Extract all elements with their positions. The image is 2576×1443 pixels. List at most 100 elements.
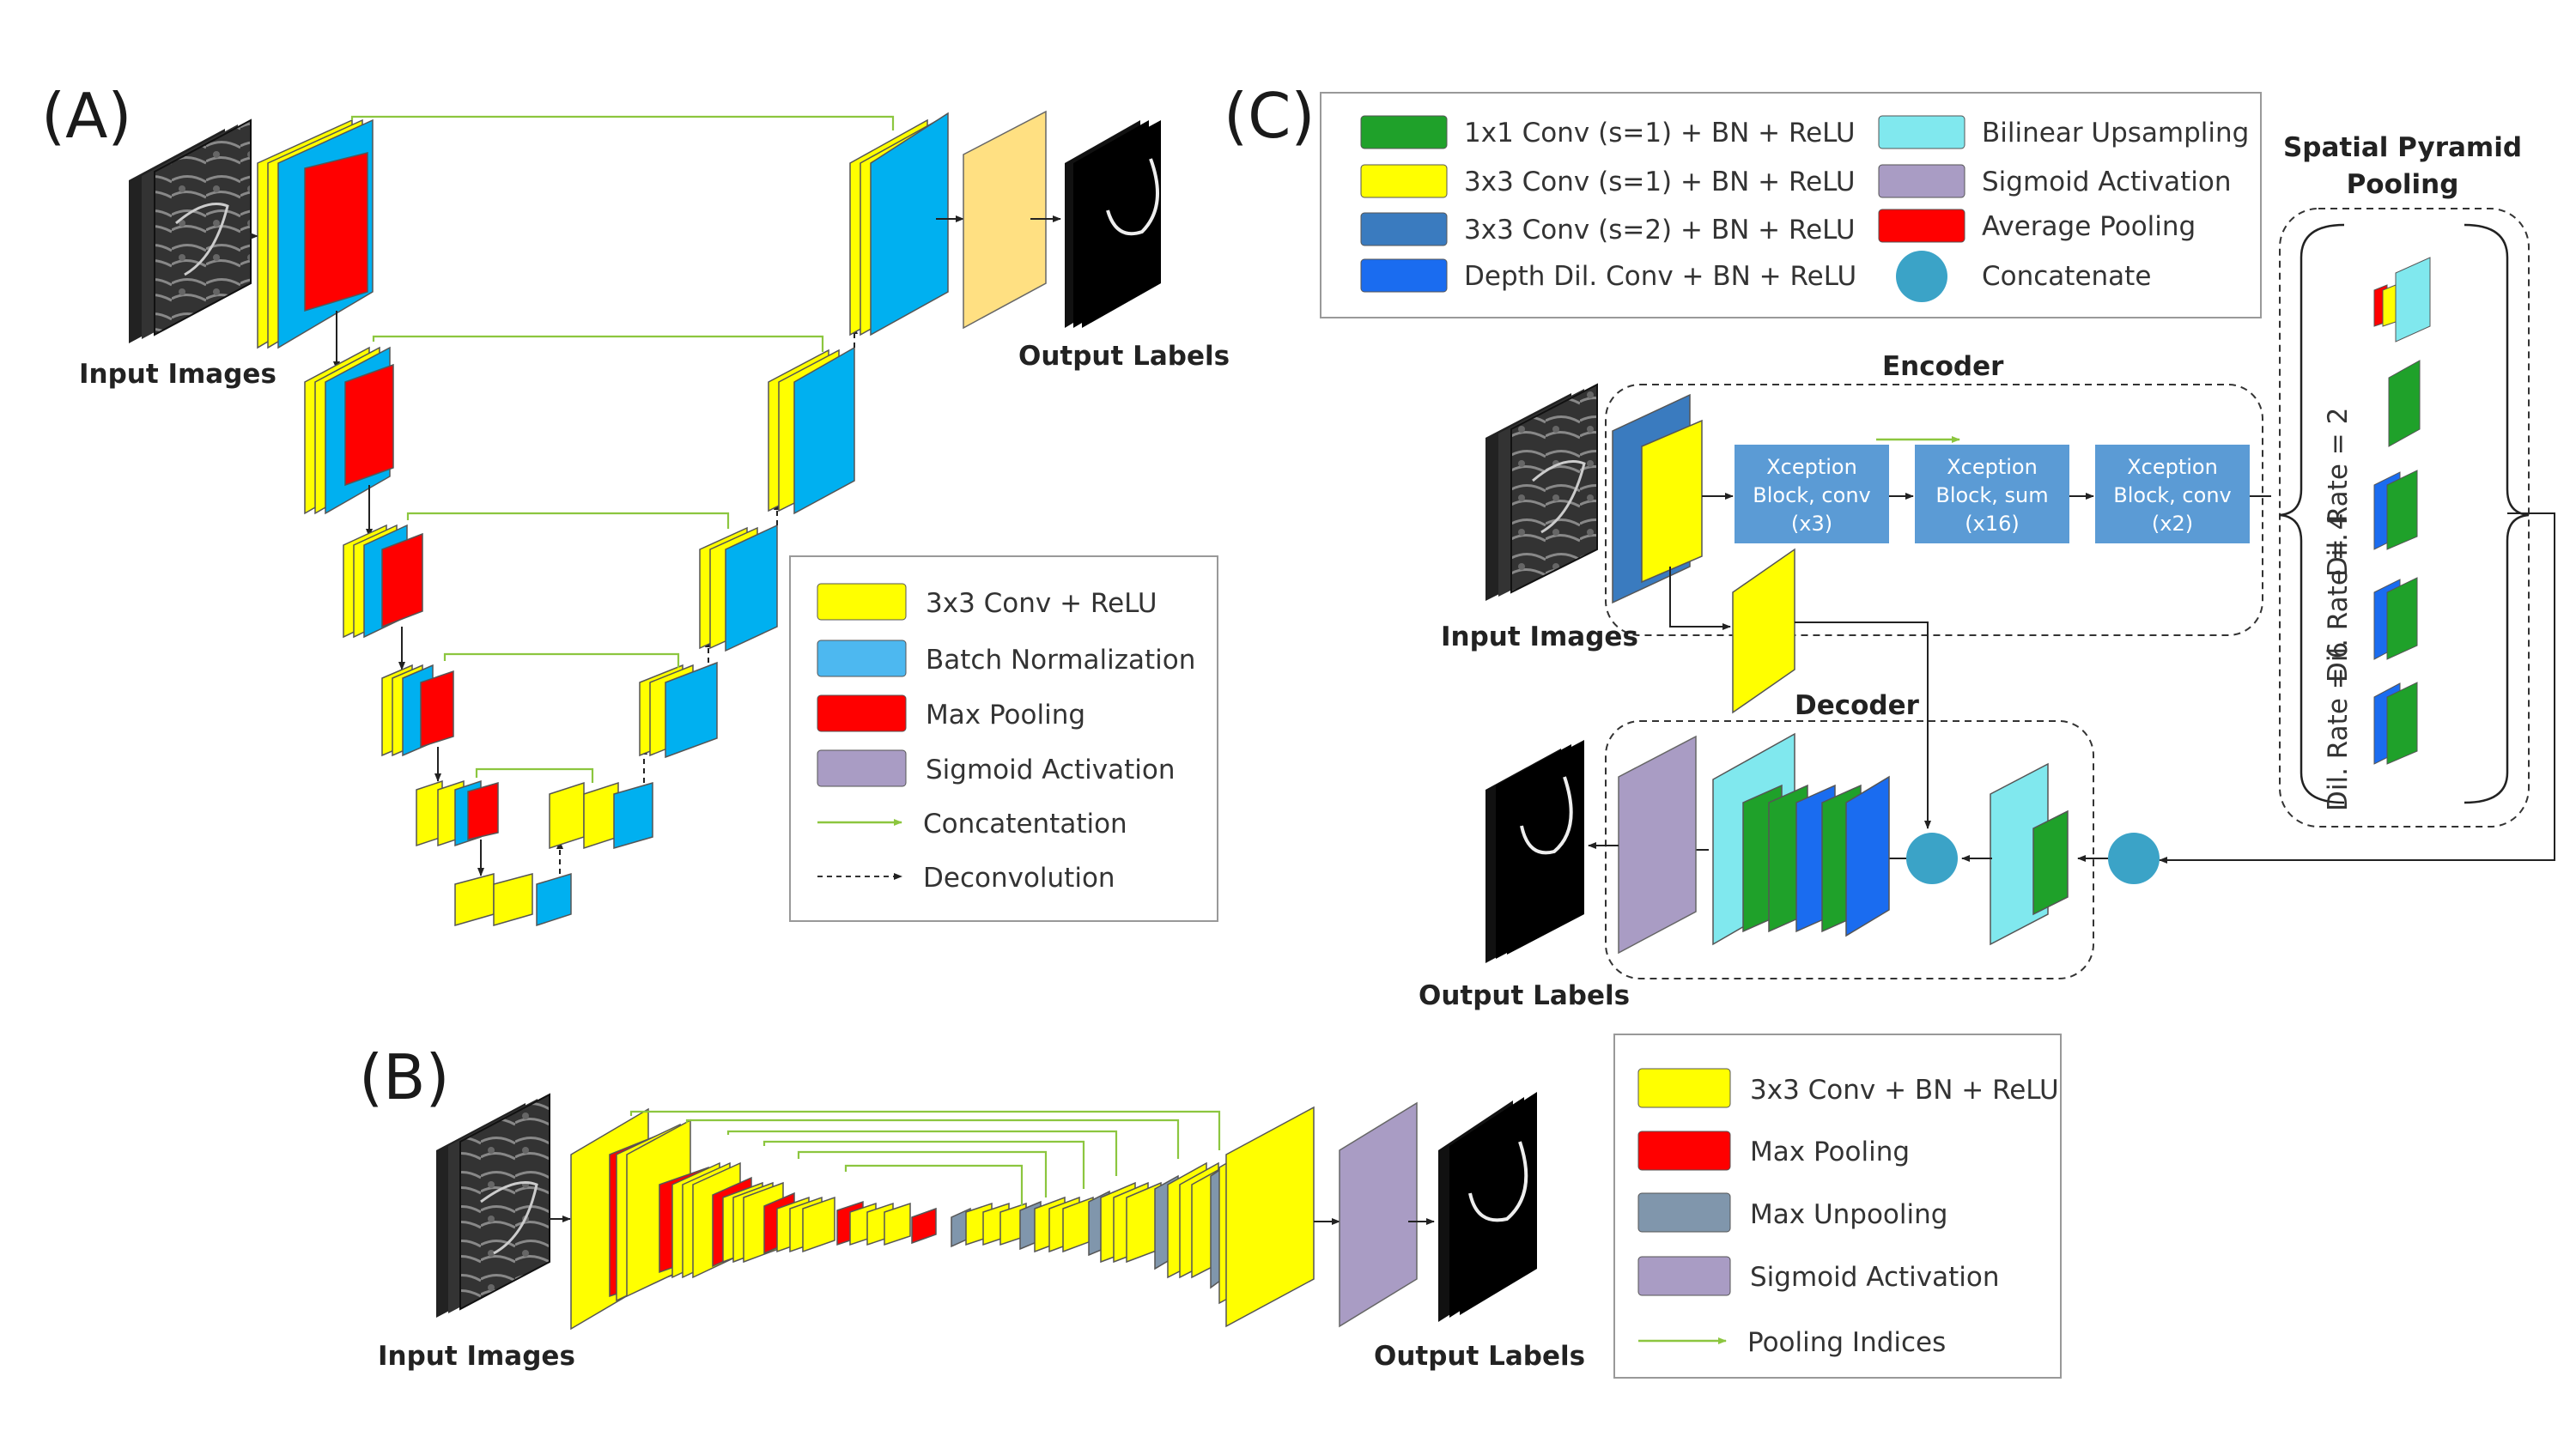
c-xception-1-line2: Block, conv xyxy=(1753,483,1870,507)
c-dil-rate-6: Dil. Rate = 6 xyxy=(2323,642,2354,811)
a-enc-level-3 xyxy=(343,524,423,639)
panel-a-network: Input Images Output Labels xyxy=(79,110,1230,927)
b-legend-pool: Max Pooling xyxy=(1750,1137,1910,1167)
a-concat-lines xyxy=(350,115,895,783)
panel-label-c: (C) xyxy=(1224,80,1315,152)
c-legend-upsample: Bilinear Upsampling xyxy=(1982,118,2249,149)
c-dec-1x1 xyxy=(2032,809,2069,916)
b-decoder xyxy=(951,1106,1315,1328)
panel-a-output-labels xyxy=(1065,120,1161,328)
a-dec-level-5 xyxy=(549,781,653,850)
c-xception-2-line2: Block, sum xyxy=(1935,483,2048,507)
a-enc-level-4 xyxy=(381,664,454,757)
panel-a-input-images xyxy=(129,118,252,343)
a-input-caption: Input Images xyxy=(79,359,276,390)
a-legend-concat: Concatentation xyxy=(923,809,1127,840)
a-legend-bn: Batch Normalization xyxy=(926,645,1195,676)
b-input-caption: Input Images xyxy=(378,1341,575,1372)
c-xception-1-line3: (x3) xyxy=(1791,512,1832,536)
a-legend-swatch-conv xyxy=(817,583,907,621)
c-legend-3x3s1: 3x3 Conv (s=1) + BN + ReLU xyxy=(1464,167,1856,197)
a-legend-conv: 3x3 Conv + ReLU xyxy=(926,588,1157,619)
c-decoder: Decoder Output Labels xyxy=(1419,690,2160,1011)
c-encoder-title: Encoder xyxy=(1882,351,2004,382)
b-legend-indices: Pooling Indices xyxy=(1747,1327,1946,1358)
c-legend-3x3s2: 3x3 Conv (s=2) + BN + ReLU xyxy=(1464,215,1856,246)
b-legend-swatch-unpool xyxy=(1637,1192,1731,1233)
c-encoder: Encoder Xception Block, conv (x3) Xcepti… xyxy=(1441,351,2271,829)
panel-label-b: (B) xyxy=(359,1041,450,1113)
c-dil-rate-2: Dil. Rate = 2 xyxy=(2323,408,2354,577)
panel-b-output-labels xyxy=(1438,1092,1537,1322)
c-spp-title-2: Pooling xyxy=(2347,169,2459,200)
b-output-caption: Output Labels xyxy=(1374,1341,1585,1372)
c-spp: Spatial Pyramid Pooling Dil. Rate = 2 Di… xyxy=(2159,132,2555,864)
b-legend-swatch-sigmoid xyxy=(1637,1256,1731,1296)
c-legend-swatch-3x3s1 xyxy=(1360,164,1448,198)
c-spp-title-1: Spatial Pyramid xyxy=(2283,132,2522,163)
panel-b-network: Input Images Output Labels xyxy=(378,1092,1585,1372)
a-dec-level-1 xyxy=(849,112,949,336)
a-dec-level-3 xyxy=(699,524,778,652)
c-xception-3-line1: Xception xyxy=(2127,455,2218,479)
a-dec-level-2 xyxy=(768,346,855,515)
a-sigmoid-layer xyxy=(963,110,1047,330)
c-xception-3-line3: (x2) xyxy=(2152,512,2193,536)
a-legend-swatch-pool xyxy=(817,694,907,732)
a-legend-deconv: Deconvolution xyxy=(923,863,1115,894)
c-legend-swatch-1x1 xyxy=(1360,115,1448,149)
c-legend-swatch-avgpool xyxy=(1878,209,1965,243)
c-legend-1x1: 1x1 Conv (s=1) + BN + ReLU xyxy=(1464,118,1856,149)
c-legend-swatch-upsample xyxy=(1878,115,1965,149)
c-xception-2-line3: (x16) xyxy=(1965,512,2019,536)
a-legend-swatch-bn xyxy=(817,640,907,677)
b-pooling-index-lines xyxy=(629,1110,1221,1206)
a-enc-level-2 xyxy=(304,346,394,515)
a-legend-sigmoid: Sigmoid Activation xyxy=(926,755,1175,785)
c-xception-2-line1: Xception xyxy=(1947,455,2038,479)
c-legend-concat: Concatenate xyxy=(1982,261,2151,292)
c-dil-rate-4: Dil. Rate = 4 xyxy=(2323,513,2354,682)
panel-b-legend: 3x3 Conv + BN + ReLU Max Pooling Max Unp… xyxy=(1613,1034,2062,1379)
c-xception-1-line1: Xception xyxy=(1766,455,1857,479)
c-legend-swatch-3x3s2 xyxy=(1360,212,1448,246)
c-input-caption: Input Images xyxy=(1441,621,1638,652)
a-enc-level-1 xyxy=(257,118,374,349)
c-xception-block-3 xyxy=(2095,445,2250,543)
b-legend-swatch-pool xyxy=(1637,1131,1731,1171)
a-legend-swatch-sigmoid xyxy=(817,749,907,787)
c-low-level-conv xyxy=(1732,548,1795,714)
c-legend-swatch-concat xyxy=(1896,251,1947,302)
c-output-caption: Output Labels xyxy=(1419,980,1630,1011)
c-xception-block-1 xyxy=(1735,445,1889,543)
c-legend-dil: Depth Dil. Conv + BN + ReLU xyxy=(1464,261,1856,292)
c-input-images xyxy=(1485,383,1598,601)
c-sigmoid-layer xyxy=(1618,735,1697,955)
a-bottleneck xyxy=(454,872,572,927)
c-output-labels xyxy=(1485,740,1584,963)
panel-c-legend: 1x1 Conv (s=1) + BN + ReLU 3x3 Conv (s=1… xyxy=(1320,92,2262,318)
panel-a-legend: 3x3 Conv + ReLU Batch Normalization Max … xyxy=(789,555,1218,922)
b-legend-swatch-conv xyxy=(1637,1068,1731,1108)
c-concat-node-2 xyxy=(2108,833,2160,884)
panel-b-input-images xyxy=(436,1093,550,1318)
c-xception-3-line2: Block, conv xyxy=(2113,483,2231,507)
a-dec-level-4 xyxy=(639,661,718,759)
panel-label-a: (A) xyxy=(41,80,131,152)
c-legend-swatch-dil xyxy=(1360,258,1448,293)
c-legend-sigmoid: Sigmoid Activation xyxy=(1982,167,2231,197)
c-decoder-title: Decoder xyxy=(1795,690,1920,721)
c-legend-swatch-sigmoid xyxy=(1878,164,1965,198)
c-xception-block-2 xyxy=(1915,445,2069,543)
b-sigmoid-layer xyxy=(1339,1101,1418,1328)
b-legend-sigmoid: Sigmoid Activation xyxy=(1750,1262,1999,1293)
a-enc-level-5 xyxy=(416,779,499,847)
a-output-caption: Output Labels xyxy=(1018,341,1230,372)
b-legend-conv: 3x3 Conv + BN + ReLU xyxy=(1750,1075,2059,1106)
b-legend-unpool: Max Unpooling xyxy=(1750,1199,1947,1230)
b-encoder xyxy=(570,1107,937,1331)
a-legend-pool: Max Pooling xyxy=(926,700,1085,731)
c-concat-node-1 xyxy=(1906,833,1958,884)
c-legend-avgpool: Average Pooling xyxy=(1982,211,2196,242)
